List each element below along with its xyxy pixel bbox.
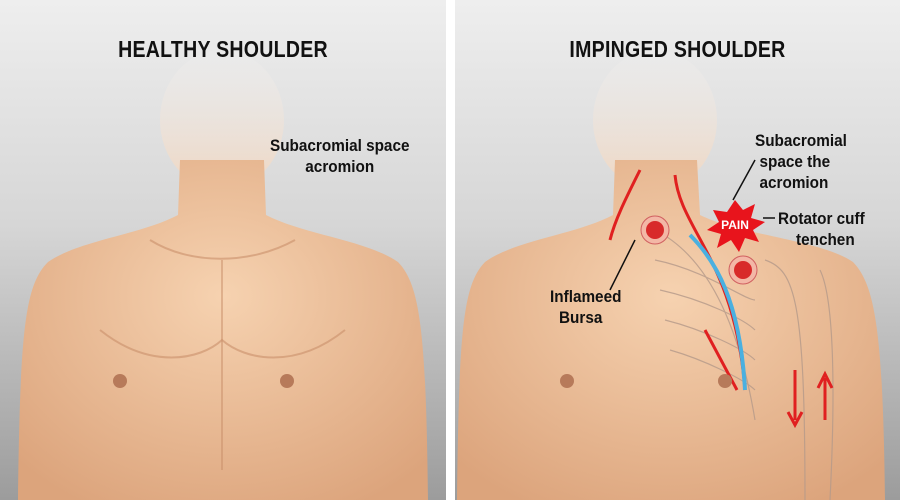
label-line: acromion bbox=[305, 157, 375, 176]
healthy-shoulder-panel: HEALTHY SHOULDER Subacromial space acrom… bbox=[0, 0, 446, 500]
label-line: space the bbox=[759, 152, 831, 171]
label-line: acromion bbox=[759, 173, 829, 192]
label-line: Bursa bbox=[559, 308, 603, 327]
subacromial-space-label: Subacromial space the acromion bbox=[755, 130, 847, 193]
impinged-shoulder-panel: IMPINGED SHOULDER PAIN Subacromial space… bbox=[455, 0, 900, 500]
label-line: Inflameed bbox=[550, 287, 622, 306]
healthy-shoulder-title: HEALTHY SHOULDER bbox=[118, 36, 328, 62]
pain-badge: PAIN bbox=[721, 218, 749, 232]
label-line: Subacromial bbox=[755, 131, 847, 150]
label-line: Subacromial space bbox=[270, 136, 410, 155]
pain-starburst-icon bbox=[707, 200, 765, 252]
ribcage-outline bbox=[654, 229, 834, 500]
label-line: tenchen bbox=[796, 230, 855, 249]
inflamed-bursa-label: Inflameed Bursa bbox=[550, 286, 621, 328]
healthy-torso-illustration bbox=[18, 50, 428, 500]
subacromial-space-label: Subacromial space acromion bbox=[270, 135, 409, 177]
impinged-torso-illustration bbox=[457, 50, 885, 500]
label-line: Rotator cuff bbox=[778, 209, 865, 228]
rotator-cuff-label: Rotator cuff tenchen bbox=[778, 208, 865, 250]
impinged-shoulder-title: IMPINGED SHOULDER bbox=[569, 36, 786, 62]
